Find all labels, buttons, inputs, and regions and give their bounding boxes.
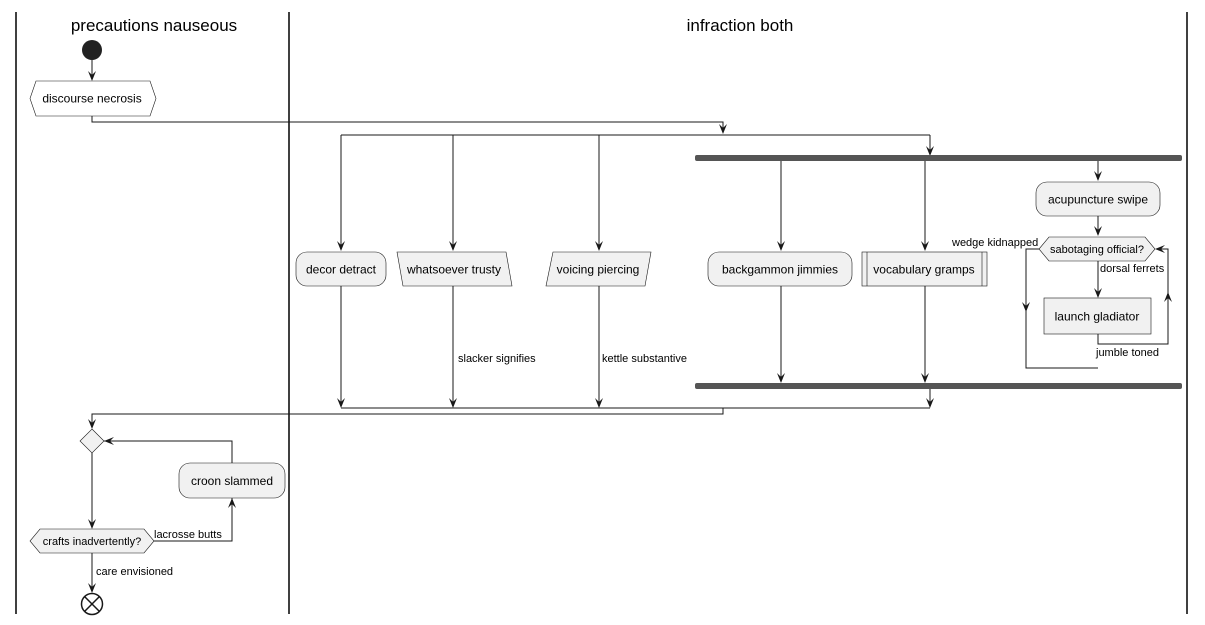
- svg-text:discourse necrosis: discourse necrosis: [42, 92, 141, 106]
- lane-title-left: precautions nauseous: [71, 16, 237, 35]
- node-discourse-necrosis: discourse necrosis: [29, 80, 157, 117]
- lane-title-right: infraction both: [687, 16, 794, 35]
- svg-text:decor detract: decor detract: [306, 263, 377, 277]
- edge-label-jumble: jumble toned: [1095, 347, 1159, 359]
- end-node: [80, 592, 104, 616]
- start-node: [82, 40, 102, 60]
- decision-crafts-inadvertently: crafts inadvertently?: [29, 528, 155, 554]
- edge-label-care: care envisioned: [96, 566, 173, 578]
- decision-sabotaging-official: sabotaging official?: [1038, 236, 1156, 262]
- node-croon-slammed: croon slammed: [178, 462, 286, 499]
- node-launch-gladiator: launch gladiator: [1043, 297, 1152, 335]
- node-decor-detract: decor detract: [295, 251, 387, 287]
- edge-label-lacrosse: lacrosse butts: [154, 529, 222, 541]
- edge-label-dorsal: dorsal ferrets: [1100, 263, 1165, 275]
- node-backgammon-jimmies: backgammon jimmies: [707, 251, 853, 287]
- svg-text:launch gladiator: launch gladiator: [1055, 310, 1140, 324]
- svg-text:voicing piercing: voicing piercing: [557, 263, 640, 277]
- svg-text:vocabulary gramps: vocabulary gramps: [873, 263, 974, 277]
- svg-text:sabotaging official?: sabotaging official?: [1050, 244, 1144, 256]
- svg-text:backgammon jimmies: backgammon jimmies: [722, 263, 838, 277]
- edge-label-slacker: slacker signifies: [458, 353, 536, 365]
- node-voicing-piercing: voicing piercing: [545, 251, 652, 287]
- node-vocabulary-gramps: vocabulary gramps: [861, 251, 988, 287]
- fork-bar: [695, 155, 1182, 161]
- merge-diamond: [79, 428, 105, 454]
- node-whatsoever-trusty: whatsoever trusty: [396, 251, 513, 287]
- svg-text:whatsoever trusty: whatsoever trusty: [406, 263, 501, 277]
- svg-text:crafts inadvertently?: crafts inadvertently?: [43, 536, 141, 548]
- svg-text:croon slammed: croon slammed: [191, 474, 273, 488]
- node-acupuncture-swipe: acupuncture swipe: [1035, 181, 1161, 217]
- join-bar: [695, 383, 1182, 389]
- edge-label-wedge: wedge kidnapped: [951, 237, 1038, 249]
- svg-text:acupuncture swipe: acupuncture swipe: [1048, 193, 1148, 207]
- edge-label-kettle: kettle substantive: [602, 353, 687, 365]
